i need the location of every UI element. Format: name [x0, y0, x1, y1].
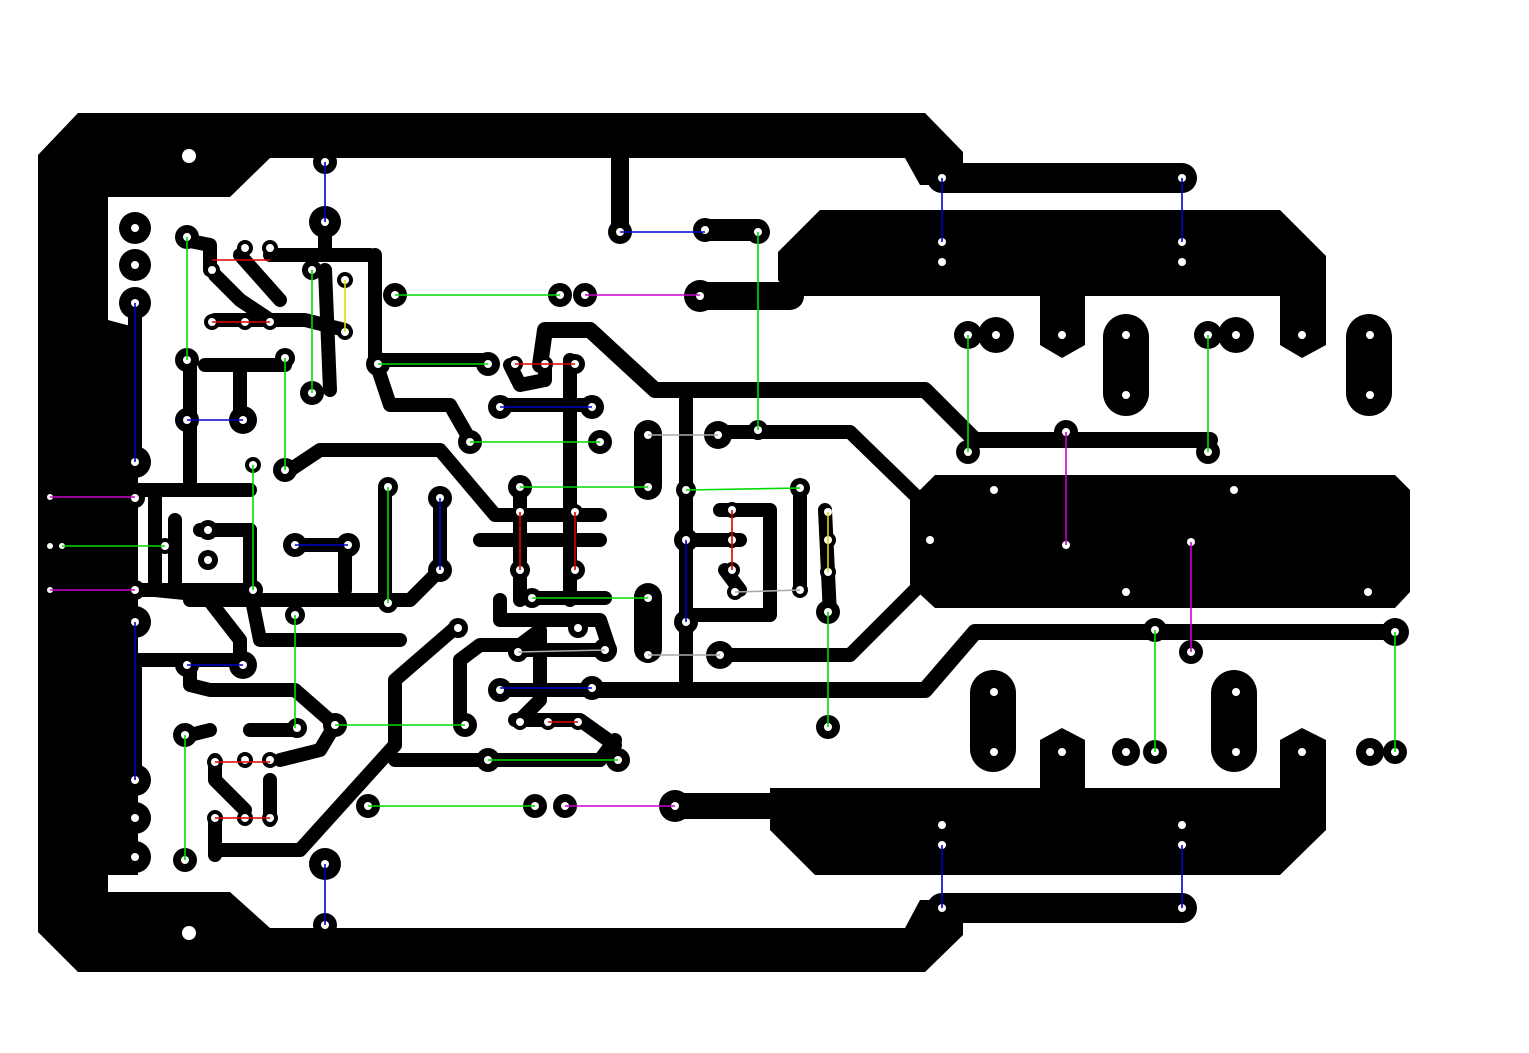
solder-pad [125, 488, 145, 508]
solder-pad [1122, 588, 1130, 596]
solder-pad [47, 543, 53, 549]
mounting-holes [166, 133, 212, 956]
solder-pad [693, 218, 717, 242]
mounting-hole-bottom-drill [182, 926, 196, 940]
solder-pad [978, 317, 1014, 353]
solder-pad [1178, 821, 1186, 829]
solder-pad [1054, 327, 1070, 343]
solder-pad [990, 486, 998, 494]
solder-pad [1112, 738, 1140, 766]
oval-pad [1346, 314, 1392, 416]
solder-pad [1228, 684, 1244, 700]
solder-pad [198, 520, 218, 540]
solder-pad [1294, 744, 1310, 760]
solder-pad [1118, 387, 1134, 403]
pads [47, 150, 1409, 937]
solder-pad [204, 262, 220, 278]
solder-pad [262, 752, 278, 768]
solder-pad [512, 714, 528, 730]
jumper-wire-gray [517, 649, 606, 653]
solder-pad [1228, 744, 1244, 760]
mounting-hole-top-drill [182, 149, 196, 163]
solder-pad [488, 678, 512, 702]
solder-pad [684, 280, 716, 312]
solder-pad [1356, 738, 1384, 766]
solder-pad [119, 841, 151, 873]
solder-pad [1178, 258, 1186, 266]
solder-pad [1364, 588, 1372, 596]
jumper-wire-green [685, 487, 801, 491]
copper-pours [38, 113, 1410, 972]
solder-pad [986, 684, 1002, 700]
solder-pad [119, 249, 151, 281]
solder-pad [1362, 387, 1378, 403]
oval-pad [970, 670, 1016, 772]
tab-pad [1280, 296, 1326, 358]
oval-pad [1211, 670, 1257, 772]
jumper-wires [50, 162, 1396, 925]
lower-power-pour [770, 788, 1326, 875]
solder-pad [920, 530, 940, 550]
solder-pad [938, 258, 946, 266]
tab-pad [1040, 296, 1085, 358]
oval-pad [1103, 314, 1149, 416]
jumper-wire-gray [734, 589, 801, 593]
solder-pad [1118, 327, 1134, 343]
solder-pad [198, 550, 218, 570]
solder-pad [1230, 486, 1238, 494]
solder-pad [237, 240, 253, 256]
solder-pad [119, 212, 151, 244]
oval-pad [634, 420, 662, 500]
solder-pad [1054, 744, 1070, 760]
solder-pad [1218, 317, 1254, 353]
solder-pad [119, 802, 151, 834]
output-pour [910, 475, 1410, 608]
solder-pad [568, 618, 588, 638]
solder-pad [262, 240, 278, 256]
oval-pad [634, 583, 662, 663]
solder-pad [448, 618, 468, 638]
solder-pad [237, 752, 253, 768]
solder-pad [287, 718, 307, 738]
solder-pad [938, 821, 946, 829]
solder-pad [1294, 327, 1310, 343]
upper-power-pour [778, 210, 1326, 340]
solder-pad [1362, 327, 1378, 343]
solder-pad [986, 744, 1002, 760]
